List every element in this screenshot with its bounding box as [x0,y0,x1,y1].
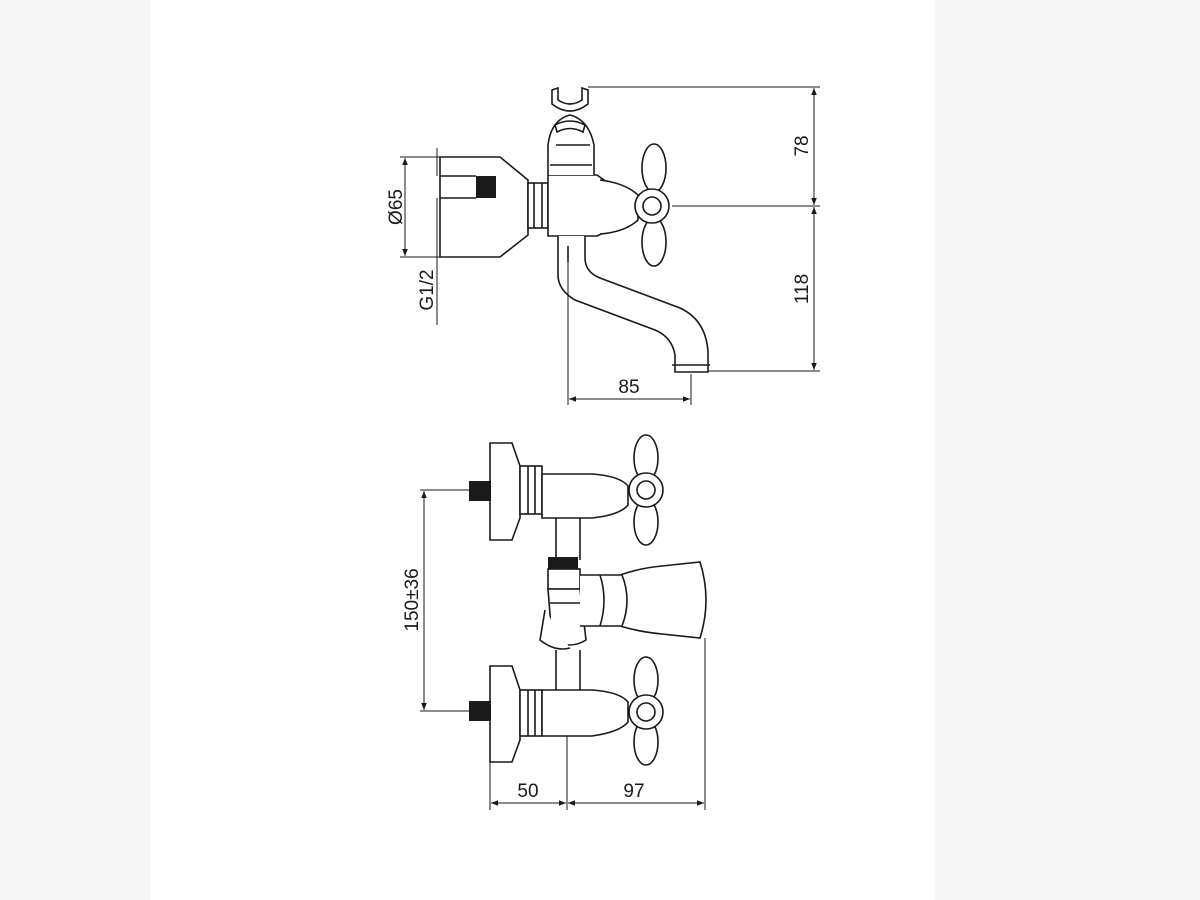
dim-height-top-label: 78 [792,135,813,156]
lower-flange [489,665,521,763]
dim-center-distance-label: 150±36 [402,568,423,631]
handle-lever-top [641,143,667,193]
dim-spout-depth-label: 97 [623,781,644,802]
dim-diameter-label: Ø65 [386,189,407,225]
handle-lever-bottom [641,217,667,267]
dim-spout-reach-label: 85 [618,377,639,398]
wall-flange [439,156,529,258]
left-margin-band [0,0,150,900]
dim-height-spout-label: 118 [792,274,813,304]
side-view [400,86,820,405]
spout [557,236,709,373]
lower-valve [541,689,629,737]
holder-clip [551,86,589,112]
thread-block [476,176,496,198]
connector-nut [527,182,549,229]
dim-thread-label: G1/2 [417,269,438,310]
central-tube [555,518,581,690]
upper-valve [541,473,629,519]
upper-flange [489,442,521,541]
lower-thread [469,701,491,721]
diverter-knob [548,557,578,569]
dim-wall-offset-label: 50 [517,781,538,802]
right-margin-band [935,0,1200,900]
spout-top [580,561,707,639]
upper-thread [469,481,491,501]
top-view [420,434,707,810]
